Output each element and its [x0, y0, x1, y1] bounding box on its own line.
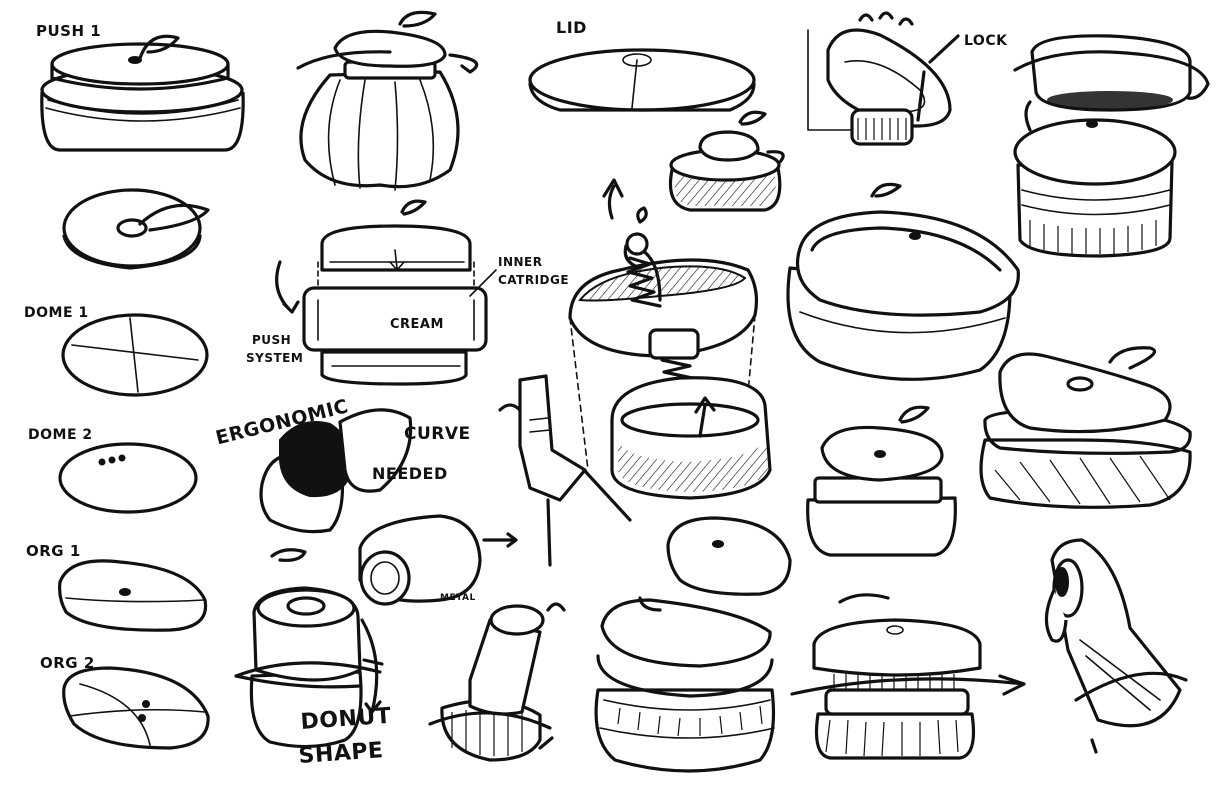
dome1-sketch [61, 313, 209, 397]
side-tube-sketch [1044, 538, 1188, 754]
exploded-spring-jar-sketch [568, 178, 772, 500]
label-lid: LID [556, 18, 587, 37]
stick-applicator-sketch [498, 374, 632, 567]
donut-shape-jar-sketch [234, 548, 384, 749]
dome2-sketch [58, 442, 198, 514]
lock-dome-sketch [807, 11, 960, 146]
label-cream: CREAM [390, 317, 444, 332]
flat-dome-jar-sketch [806, 405, 957, 557]
floating-lid-jar-sketch [1013, 34, 1210, 258]
large-oval-jar-sketch [786, 182, 1020, 381]
org1-sketch [58, 559, 208, 632]
label-org1: ORG 1 [26, 542, 81, 560]
push-system-jar-sketch [275, 199, 497, 386]
tube-cap-sketch [358, 514, 518, 606]
label-metal: METAL [440, 593, 476, 603]
label-curve: CURVE [404, 424, 471, 444]
label-shape: SHAPE [297, 738, 385, 769]
label-inner: INNER [498, 255, 543, 269]
stacked-ring-jar-sketch [594, 596, 776, 773]
label-lock: LOCK [964, 33, 1008, 49]
label-push1: PUSH 1 [36, 22, 102, 40]
swirl-disc-sketch [62, 188, 210, 270]
label-push-system-2: SYSTEM [246, 351, 304, 365]
label-dome2: DOME 2 [28, 427, 93, 443]
small-cap-sketch [666, 516, 792, 596]
push1-jar-sketch [40, 34, 245, 152]
lid-sketch [528, 48, 756, 112]
rotating-dome-jar-sketch [790, 593, 1026, 760]
org2-sketch [62, 666, 210, 750]
label-push-system-1: PUSH [252, 333, 292, 347]
label-needed: NEEDED [372, 464, 448, 483]
ergonomic-curve-sketch [259, 408, 413, 534]
label-org2: ORG 2 [40, 654, 95, 672]
label-catridge: CATRIDGE [498, 273, 570, 287]
tilted-dome-jar-sketch [979, 346, 1192, 509]
lipstick-sketch [428, 602, 566, 762]
pumpkin-jar-sketch [296, 10, 479, 191]
small-wave-jar-sketch [668, 110, 785, 212]
label-dome1: DOME 1 [24, 305, 89, 321]
